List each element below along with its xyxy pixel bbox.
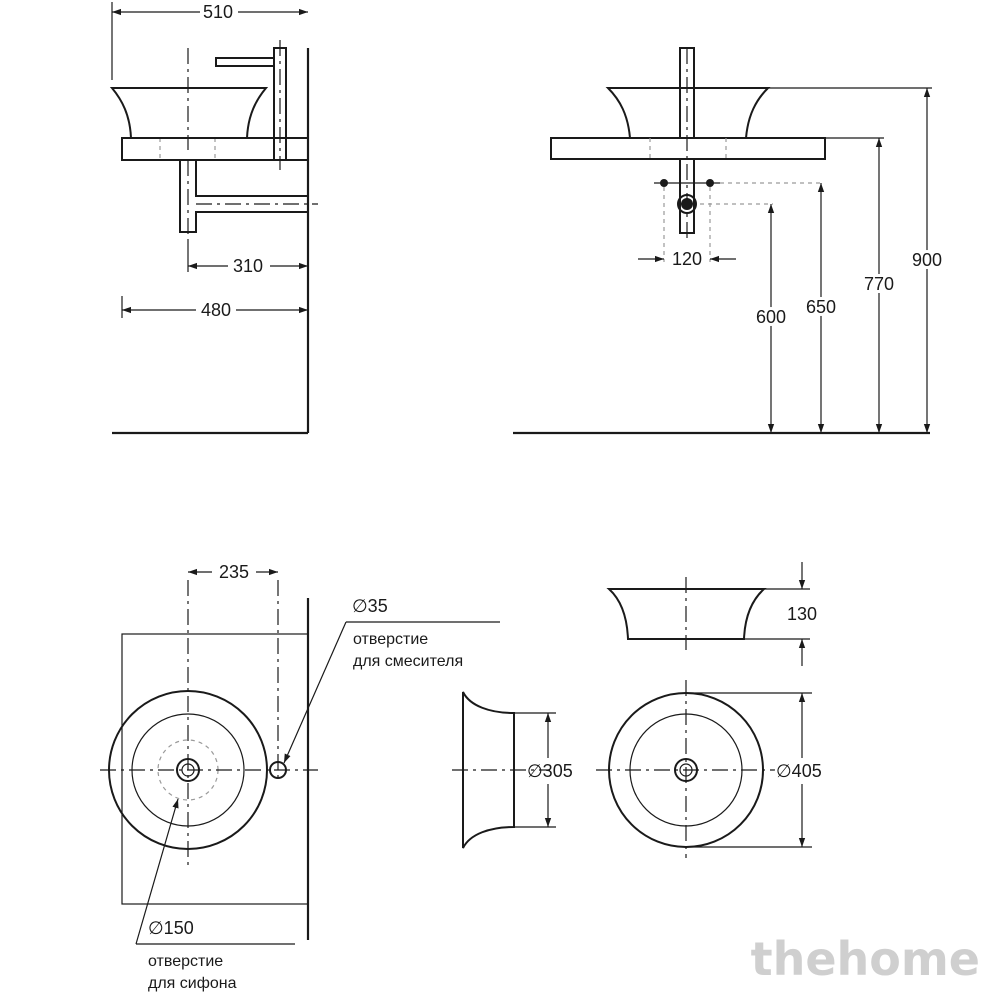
dim-650: 650 bbox=[806, 297, 836, 317]
side-siphon bbox=[179, 160, 309, 233]
note-mixer-diameter: ∅35 bbox=[352, 596, 388, 616]
note-mixer-line1: отверстие bbox=[353, 631, 428, 648]
front-basin bbox=[605, 87, 771, 139]
dim-130: 130 bbox=[787, 604, 817, 624]
dim-235: 235 bbox=[219, 562, 249, 582]
front-countertop bbox=[550, 137, 826, 160]
side-faucet-spout bbox=[215, 57, 275, 67]
bowl-elevation-view: 130 bbox=[606, 562, 817, 666]
dim-405: ∅405 bbox=[776, 761, 822, 781]
bowl-top-view: ∅405 bbox=[596, 680, 824, 858]
dim-480: 480 bbox=[201, 300, 231, 320]
dim-600: 600 bbox=[756, 307, 786, 327]
note-siphon-diameter: ∅150 bbox=[148, 918, 194, 938]
note-siphon-line1: отверстие bbox=[148, 953, 223, 970]
front-view: 120 600 650 770 900 bbox=[513, 47, 945, 435]
dim-305: ∅305 bbox=[527, 761, 573, 781]
side-view: 510 310 480 bbox=[109, 2, 318, 435]
dim-770: 770 bbox=[864, 274, 894, 294]
bowl-profile-view: ∅305 bbox=[452, 691, 573, 849]
dim-510: 510 bbox=[203, 2, 233, 22]
dim-310: 310 bbox=[233, 256, 263, 276]
dim-900: 900 bbox=[912, 250, 942, 270]
plan-countertop bbox=[121, 633, 309, 905]
dim-120: 120 bbox=[672, 249, 702, 269]
watermark: thehome bbox=[751, 932, 980, 986]
note-mixer-line2: для смесителя bbox=[353, 653, 463, 670]
plan-view: 235 ∅35 отверстие для смесителя ∅150 отв… bbox=[100, 562, 500, 992]
side-basin bbox=[109, 87, 269, 139]
note-siphon-line2: для сифона bbox=[148, 975, 237, 992]
front-drain-outlet bbox=[681, 198, 693, 210]
